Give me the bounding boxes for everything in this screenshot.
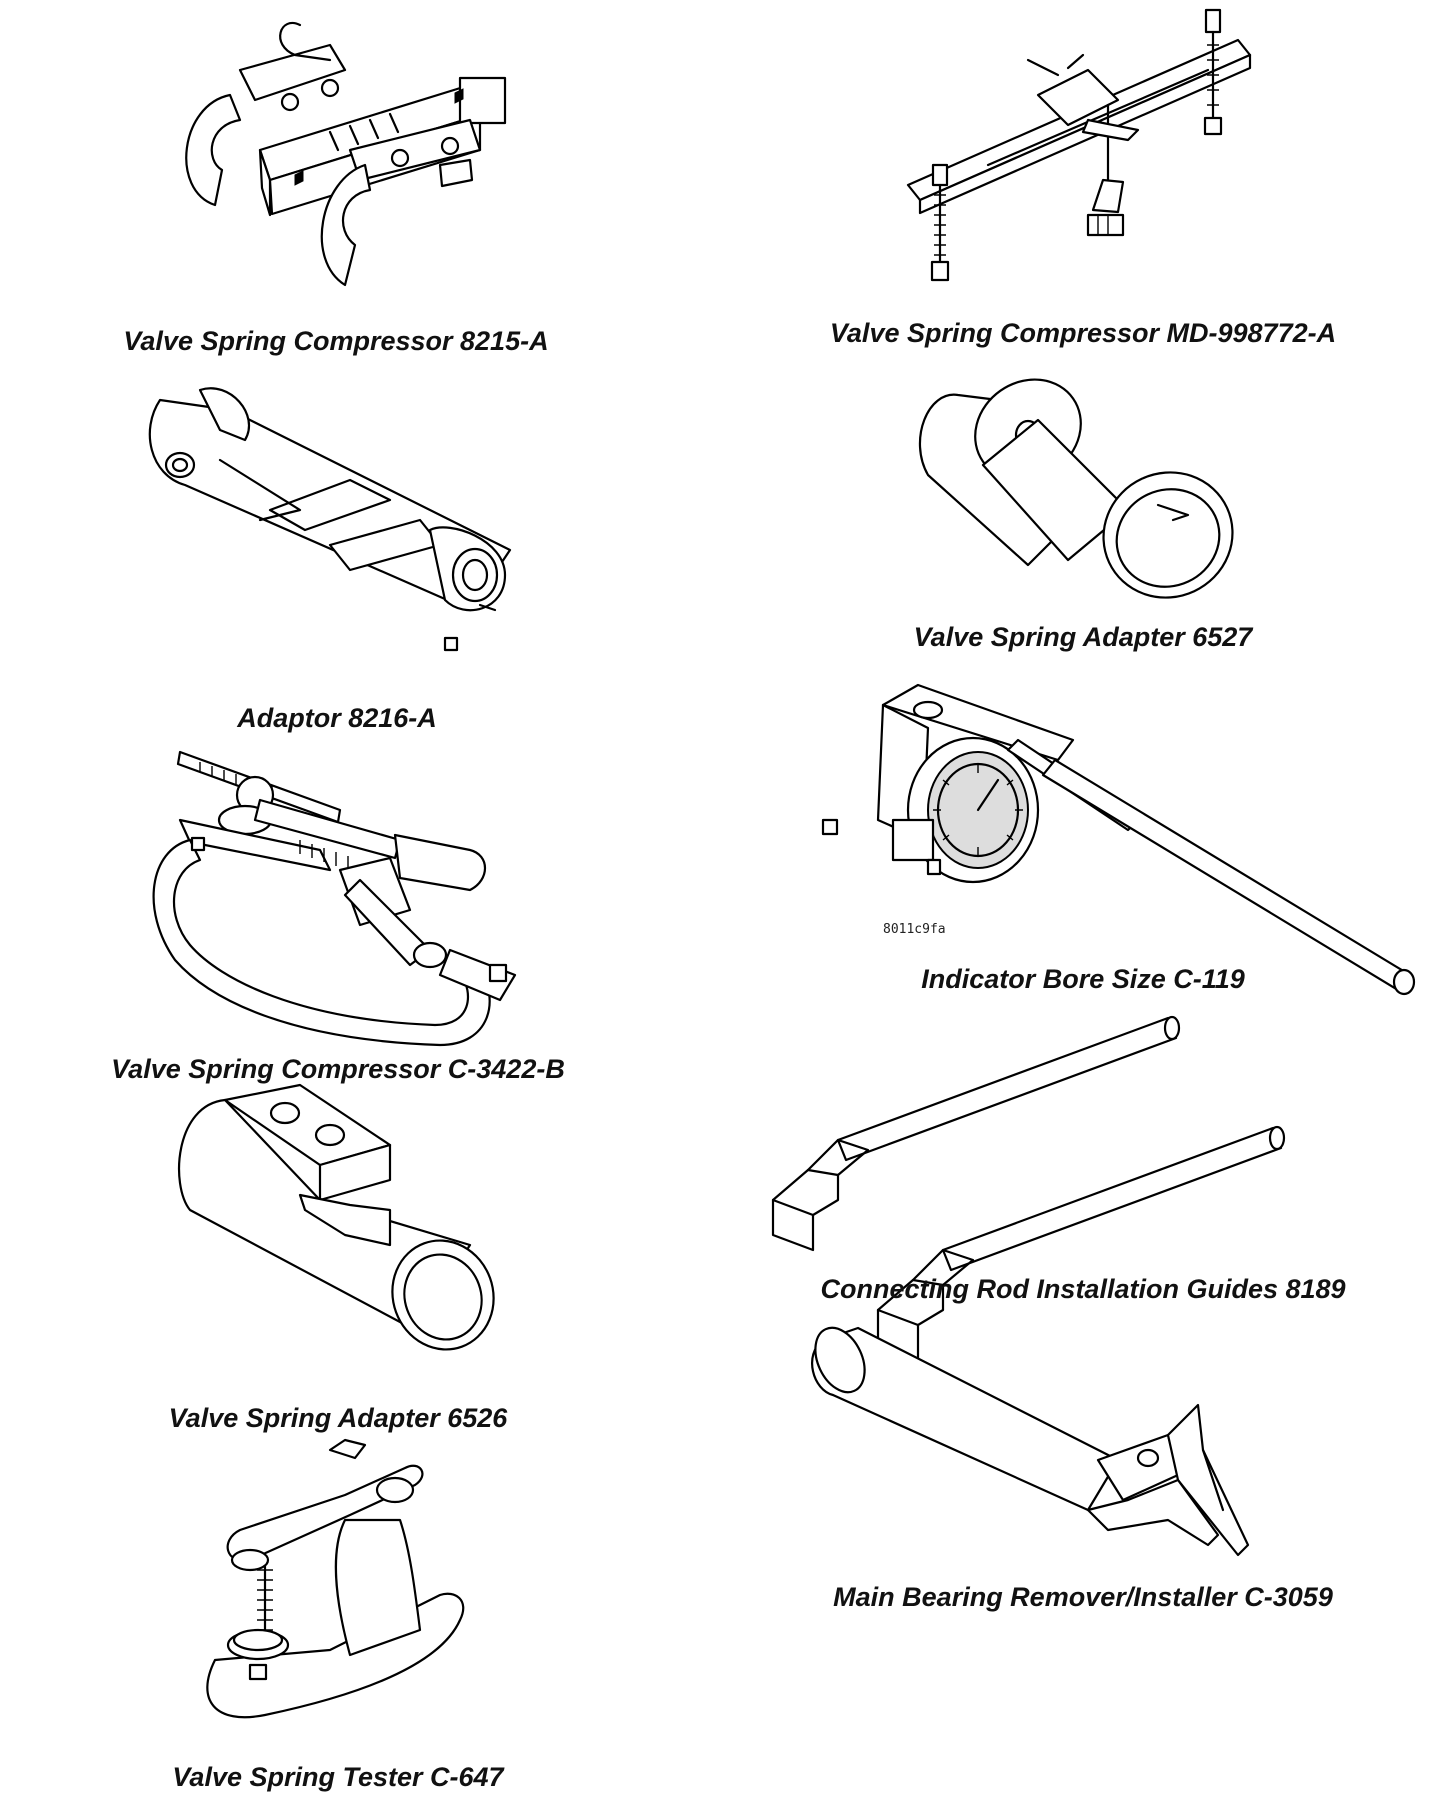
caption-adaptor-8216-a: Adaptor 8216-A [237, 703, 437, 733]
tool-valve-spring-compressor-8215-a: Valve Spring Compressor 8215-A [0, 0, 728, 370]
caption-valve-spring-compressor-8215-a: Valve Spring Compressor 8215-A [123, 326, 549, 356]
indicator-bore-gauge-icon [821, 683, 1416, 996]
tool-valve-spring-adapter-6526: Valve Spring Adapter 6526 [0, 1083, 728, 1440]
tool-adaptor-8216-a: Adaptor 8216-A [0, 370, 728, 740]
valve-spring-compressor-8215-a-icon [185, 21, 507, 287]
tool-indicator-bore-size-c-119: 8011c9fa Indicator Bore Size C-119 [728, 670, 1456, 1010]
caption-valve-spring-adapter-6527: Valve Spring Adapter 6527 [913, 622, 1253, 652]
tool-valve-spring-adapter-6527: Valve Spring Adapter 6527 [728, 360, 1456, 670]
valve-spring-adapter-6527-icon [918, 378, 1234, 599]
caption-indicator-bore-size-c-119: Indicator Bore Size C-119 [921, 964, 1245, 994]
tool-main-bearing-remover-installer-c-3059: Main Bearing Remover/Installer C-3059 [728, 1310, 1456, 1620]
bearing-remover-icon [811, 1326, 1250, 1557]
caption-valve-spring-compressor-md-998772-a: Valve Spring Compressor MD-998772-A [829, 318, 1337, 348]
connecting-rod-guide-icon [771, 1015, 1286, 1362]
tool-connecting-rod-installation-guides-8189: Connecting Rod Installation Guides 8189 [728, 1010, 1456, 1362]
valve-spring-compressor-md-998772-a-icon [906, 8, 1252, 282]
tool-valve-spring-tester-c-647: Valve Spring Tester C-647 [0, 1438, 728, 1804]
caption-valve-spring-compressor-c-3422-b: Valve Spring Compressor C-3422-B [111, 1054, 565, 1084]
caption-valve-spring-adapter-6526: Valve Spring Adapter 6526 [168, 1403, 508, 1433]
caption-main-bearing-remover-installer-c-3059: Main Bearing Remover/Installer C-3059 [833, 1582, 1333, 1612]
caption-connecting-rod-installation-guides-8189: Connecting Rod Installation Guides 8189 [820, 1274, 1346, 1304]
adaptor-icon [148, 387, 512, 652]
tool-valve-spring-compressor-c-3422-b: Valve Spring Compressor C-3422-B [0, 740, 728, 1085]
figure-code: 8011c9fa [883, 922, 946, 937]
caption-valve-spring-tester-c-647: Valve Spring Tester C-647 [172, 1762, 504, 1792]
spring-tester-icon [206, 1438, 465, 1719]
valve-spring-adapter-6526-icon [178, 1083, 495, 1351]
tool-valve-spring-compressor-md-998772-a: Valve Spring Compressor MD-998772-A [728, 0, 1456, 360]
valve-spring-compressor-c-3422-b-icon [152, 750, 517, 1047]
